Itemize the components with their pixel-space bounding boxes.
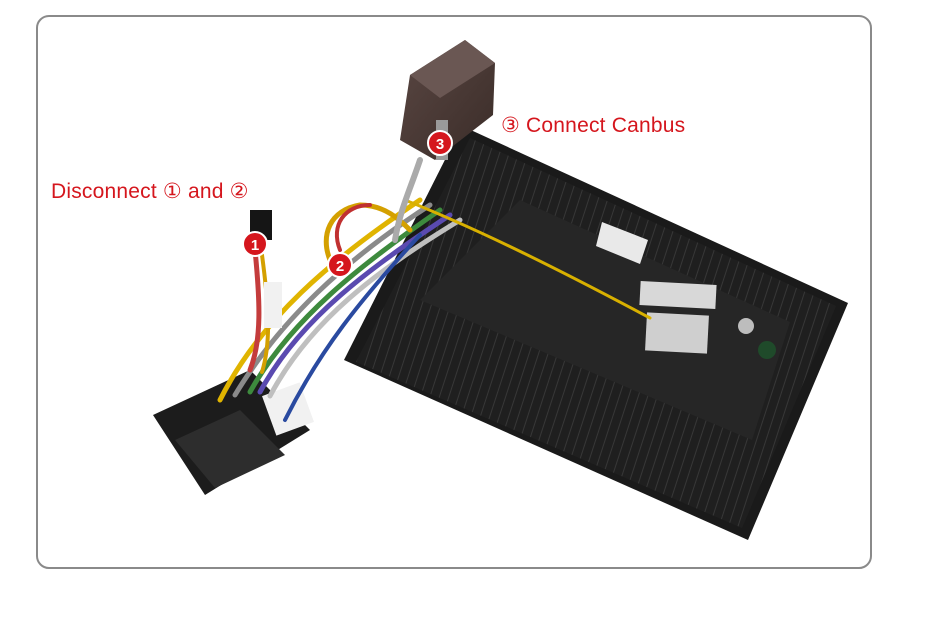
connect-canbus-annotation: ③ Connect Canbus xyxy=(501,114,686,137)
connector-bottom xyxy=(645,312,709,354)
marker-3: 3 xyxy=(427,130,453,156)
head-unit xyxy=(344,126,848,540)
gps-port xyxy=(758,341,776,359)
disconnect-annotation: Disconnect ① and ② xyxy=(51,180,249,203)
tag-1 xyxy=(264,282,282,328)
wires xyxy=(217,157,652,422)
connector-top xyxy=(639,281,717,309)
marker-1-label: 1 xyxy=(251,237,259,254)
marker-1: 1 xyxy=(242,231,268,257)
marker-3-label: 3 xyxy=(436,136,444,153)
marker-2: 2 xyxy=(327,252,353,278)
marker-2-label: 2 xyxy=(336,258,344,275)
harness-plug xyxy=(153,370,314,495)
sticker xyxy=(596,222,648,264)
tag-2 xyxy=(262,382,314,436)
ground-screw xyxy=(738,318,754,334)
